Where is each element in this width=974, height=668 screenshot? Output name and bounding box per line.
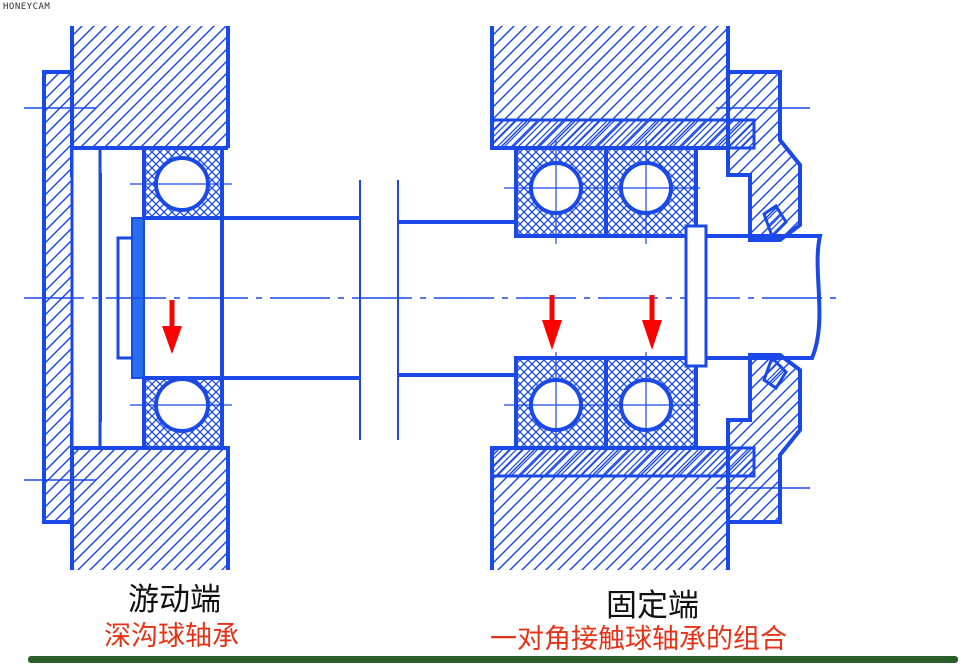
left-housing-upper (70, 26, 230, 150)
left-load-arrow (162, 300, 182, 354)
fixed-end-assembly (398, 26, 823, 570)
watermark-label: HONEYCAM (3, 2, 51, 12)
floating-end-title: 游动端 (128, 582, 221, 618)
right-shaft (398, 220, 823, 377)
lock-nut (762, 203, 788, 391)
right-load-arrow-2 (642, 295, 662, 350)
deep-groove-bearing-upper (130, 146, 232, 220)
bottom-divider-bar (28, 656, 958, 663)
left-housing-lower (70, 446, 230, 570)
right-housing-lower (490, 446, 756, 570)
floating-end-subtitle: 深沟球轴承 (104, 621, 239, 652)
fixed-end-subtitle: 一对角接触球轴承的组合 (490, 624, 787, 655)
right-end-cap (716, 70, 810, 524)
right-load-arrow-1 (542, 295, 562, 350)
right-housing-upper (490, 26, 756, 150)
deep-groove-bearing-lower (130, 376, 232, 450)
angular-bearing-pair-lower (504, 352, 700, 452)
fixed-end-title: 固定端 (606, 588, 699, 624)
angular-bearing-pair-upper (504, 140, 700, 244)
